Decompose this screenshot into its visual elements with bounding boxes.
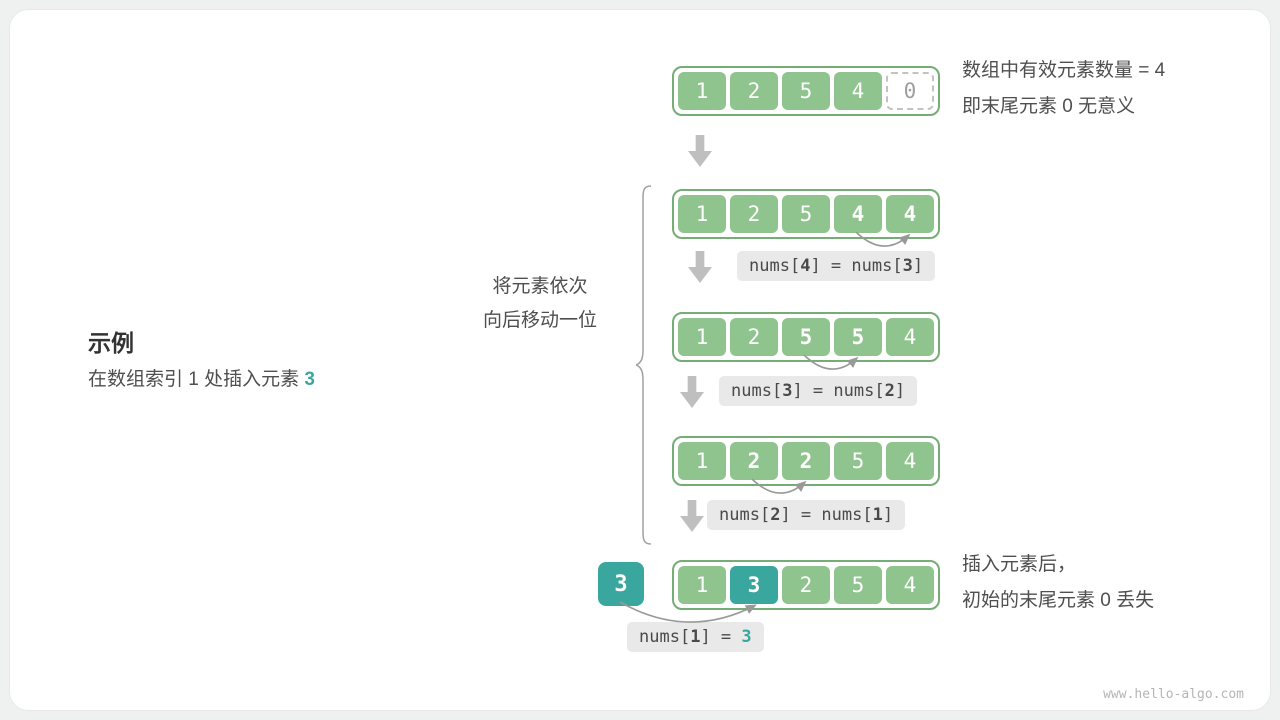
array-cell: 5 (782, 72, 830, 110)
array-row-shift-1: 1 2 5 4 4 (672, 189, 940, 239)
array-cell: 1 (678, 566, 726, 604)
op-text: nums[ (719, 505, 771, 525)
array-cell: 1 (678, 72, 726, 110)
op-badge-insert: nums[1] = 3 (627, 622, 764, 652)
array-cell: 1 (678, 318, 726, 356)
copy-arc-icon (855, 231, 911, 247)
op-badge-2: nums[3] = nums[2] (719, 376, 918, 406)
insert-element-cell: 3 (598, 562, 644, 606)
array-cell: 1 (678, 195, 726, 233)
array-cell-moved: 4 (886, 195, 934, 233)
array-cell-moved: 2 (782, 442, 830, 480)
example-subtitle-text: 在数组索引 1 处插入元素 (88, 369, 305, 390)
array-cell-invalid: 0 (886, 72, 934, 110)
array-cell: 2 (730, 195, 778, 233)
op-text: ] (882, 505, 894, 525)
array-cell: 5 (834, 442, 882, 480)
array-cell: 2 (782, 566, 830, 604)
op-text: nums[ (639, 627, 691, 647)
note-shift-line1: 将元素依次 (492, 276, 588, 297)
op-text: ] (894, 381, 906, 401)
op-index: 3 (782, 381, 793, 401)
op-index: 2 (770, 505, 781, 525)
copy-arc-icon (803, 354, 859, 370)
array-cell-inserted: 3 (730, 566, 778, 604)
op-value: 3 (741, 627, 752, 647)
op-index: 2 (884, 381, 895, 401)
array-row-initial: 1 2 5 4 0 (672, 66, 940, 116)
array-cell-moved: 4 (834, 195, 882, 233)
op-index: 1 (872, 505, 883, 525)
note-after-insert: 插入元素后， 初始的末尾元素 0 丢失 (962, 547, 1154, 619)
example-subtitle: 在数组索引 1 处插入元素 3 (88, 364, 315, 391)
note-shift: 将元素依次 向后移动一位 (455, 270, 625, 338)
array-cell-moved: 2 (730, 442, 778, 480)
note-valid-count-line1: 数组中有效元素数量 = 4 (962, 60, 1166, 81)
example-title: 示例 (88, 330, 134, 356)
op-text: ] = nums[ (810, 256, 903, 276)
op-text: ] = nums[ (792, 381, 885, 401)
array-cell-moved: 5 (782, 318, 830, 356)
array-row-shift-3: 1 2 2 5 4 (672, 436, 940, 486)
brace-icon (636, 185, 652, 545)
array-row-final: 1 3 2 5 4 (672, 560, 940, 610)
op-text: ] = (700, 627, 742, 647)
note-valid-count: 数组中有效元素数量 = 4 即末尾元素 0 无意义 (962, 53, 1165, 125)
op-index: 4 (800, 256, 811, 276)
array-cell: 4 (834, 72, 882, 110)
op-text: nums[ (731, 381, 783, 401)
example-insert-value: 3 (304, 369, 315, 390)
array-cell: 4 (886, 318, 934, 356)
op-badge-3: nums[2] = nums[1] (707, 500, 906, 530)
op-index: 1 (690, 627, 701, 647)
array-cell: 4 (886, 442, 934, 480)
insert-arc-icon (619, 601, 757, 623)
array-cell-moved: 5 (834, 318, 882, 356)
op-badge-1: nums[4] = nums[3] (737, 251, 936, 281)
array-cell: 2 (730, 72, 778, 110)
array-cell: 1 (678, 442, 726, 480)
copy-arc-icon (751, 478, 807, 494)
note-valid-count-line2: 即末尾元素 0 无意义 (962, 96, 1136, 117)
array-cell: 2 (730, 318, 778, 356)
note-after-insert-line1: 插入元素后， (962, 554, 1077, 575)
watermark: www.hello-algo.com (1103, 687, 1244, 702)
array-cell: 4 (886, 566, 934, 604)
note-after-insert-line2: 初始的末尾元素 0 丢失 (962, 590, 1155, 611)
array-row-shift-2: 1 2 5 5 4 (672, 312, 940, 362)
array-cell: 5 (834, 566, 882, 604)
note-shift-line2: 向后移动一位 (482, 310, 597, 331)
op-text: nums[ (749, 256, 801, 276)
op-text: ] (912, 256, 924, 276)
array-cell: 5 (782, 195, 830, 233)
op-index: 3 (902, 256, 913, 276)
op-text: ] = nums[ (780, 505, 873, 525)
